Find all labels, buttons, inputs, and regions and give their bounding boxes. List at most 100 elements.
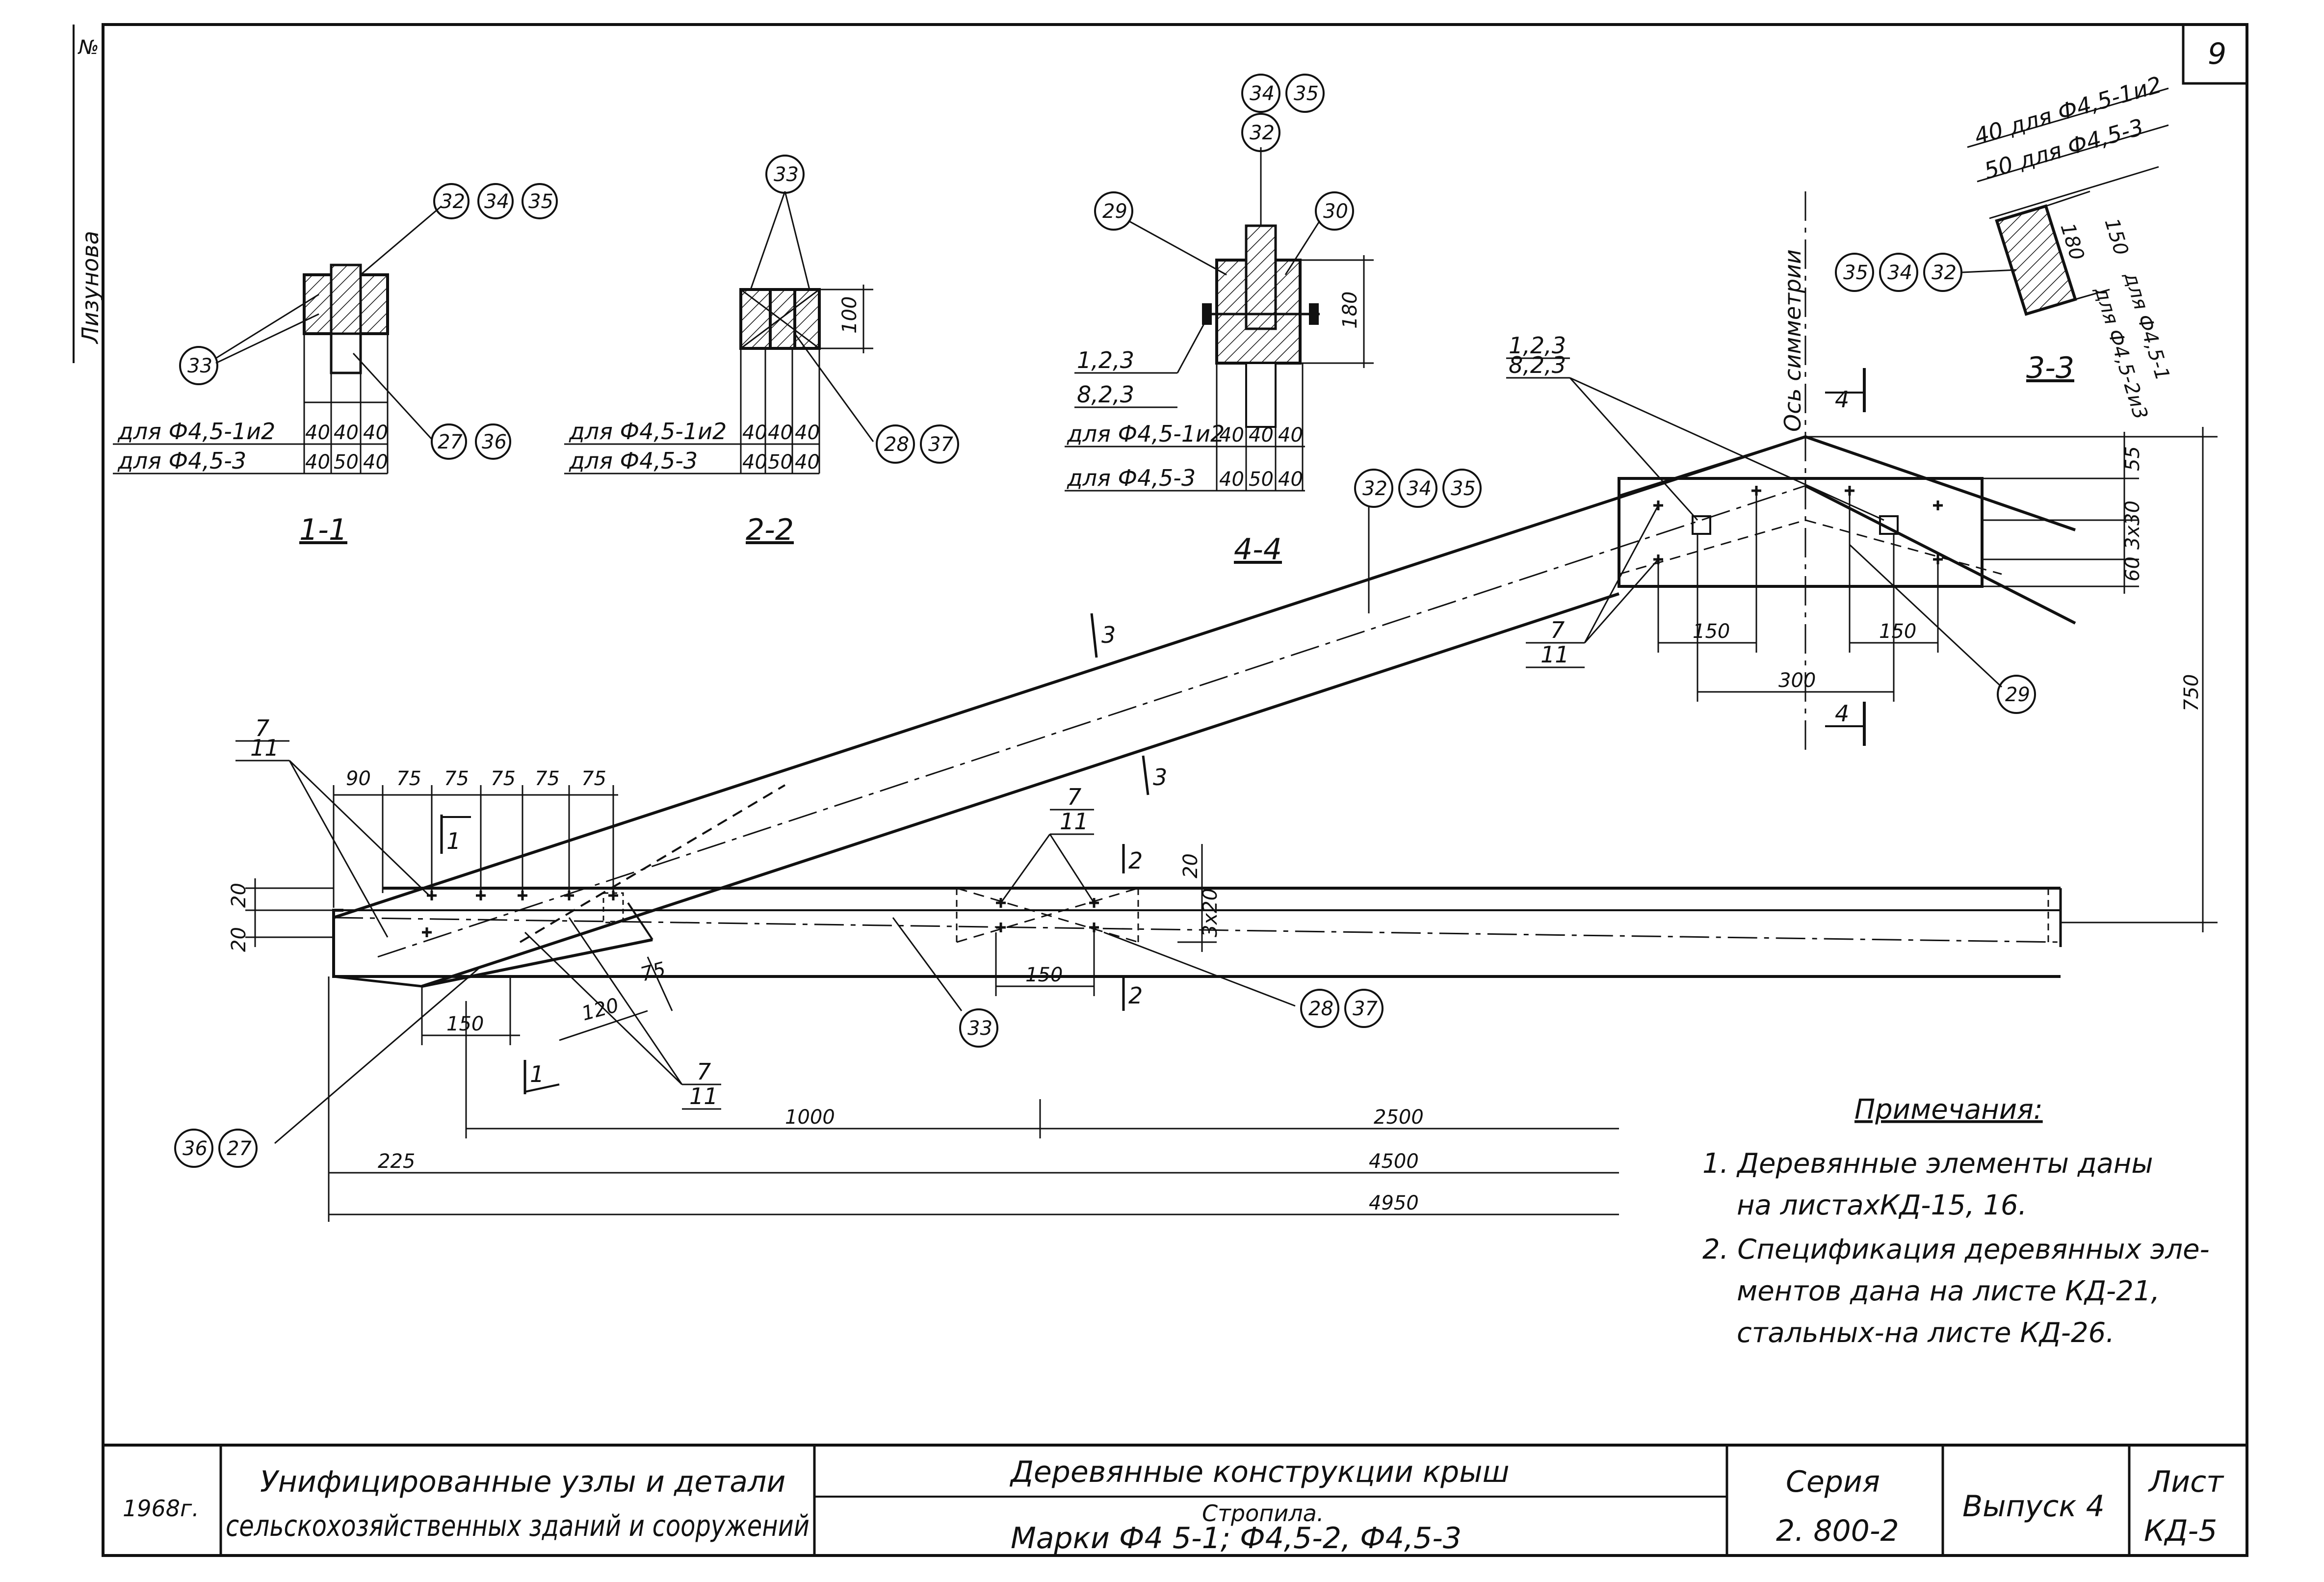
dim-top-90: 90 (346, 767, 371, 790)
sec22-title: 2-2 (746, 513, 794, 547)
sec44-c30: 30 (1323, 200, 1348, 223)
main-c36: 36 (183, 1137, 208, 1160)
sec11-d1a: 40 (305, 422, 330, 444)
cut-1-bottom: 1 (530, 1061, 544, 1087)
cut-4-bottom: 4 (1835, 700, 1849, 727)
sec11-title: 1-1 (299, 513, 347, 547)
sec44-c34: 34 (1250, 82, 1275, 105)
main-c33: 33 (967, 1017, 992, 1040)
side-name: Лизунова (77, 231, 104, 344)
tb-sheet-value: КД-5 (2144, 1514, 2217, 1548)
sec44-c32: 32 (1250, 122, 1275, 144)
dim-apex-55: 55 (2121, 446, 2144, 471)
sec22-d2c: 40 (795, 451, 820, 474)
run-1000: 1000 (785, 1106, 835, 1129)
cut-2-top: 2 (1128, 847, 1143, 874)
sec44-c29: 29 (1102, 200, 1127, 223)
sec22-d1a: 40 (742, 422, 767, 444)
lead11-a: 11 (250, 735, 279, 761)
sec33-c34: 34 (1887, 262, 1912, 284)
sec33-h2: 150 (2100, 215, 2132, 258)
cut-2-bottom: 2 (1128, 982, 1143, 1009)
dim-heel-120: 120 (579, 994, 622, 1025)
sec11-row2: для Ф4,5-3 (117, 448, 246, 474)
dim-apex-60: 60 (2121, 556, 2144, 581)
tb-org2: сельскохозяйственных зданий и сооружений (226, 1509, 809, 1543)
main-c27: 27 (227, 1137, 252, 1160)
sec44-d1b: 40 (1249, 424, 1274, 447)
sec11-c33: 33 (187, 355, 212, 377)
cut-1-top: 1 (446, 828, 461, 854)
notes-line-4: ментов дана на листе КД-21, (1737, 1275, 2160, 1307)
sec44-row1: для Ф4,5-1и2 (1067, 421, 1225, 447)
tb-main-title: Деревянные конструкции крыш (1009, 1455, 1510, 1489)
sec22-d2b: 50 (768, 451, 793, 474)
sec11-c27: 27 (438, 431, 463, 453)
sec11-d1c: 40 (363, 422, 388, 444)
run-2500: 2500 (1374, 1106, 1424, 1129)
main-c34: 34 (1407, 477, 1432, 500)
sec44-d2b: 50 (1249, 468, 1274, 491)
dim-heel-150: 150 (446, 1013, 484, 1035)
sec22-h: 100 (838, 296, 861, 334)
dim-top-75a: 75 (396, 767, 421, 790)
sec44-h: 180 (1339, 291, 1361, 329)
dim-heel-75: 75 (638, 958, 668, 986)
main-callouts: 32 34 35 29 33 28 37 36 27 (174, 469, 2036, 1168)
tb-sheet-label: Лист (2148, 1465, 2224, 1499)
sec22-row2: для Ф4,5-3 (569, 448, 698, 474)
dims-run: 1000 2500 225 4500 4950 (328, 976, 1619, 1222)
main-c32: 32 (1362, 477, 1387, 500)
dim-750: 750 (2180, 674, 2203, 712)
dim-right-20: 20 (1179, 853, 1202, 878)
sec11-c35: 35 (528, 190, 553, 213)
sheet-number: 9 (2208, 37, 2226, 71)
dim-left-20a: 20 (228, 883, 250, 908)
lead11-c: 11 (689, 1083, 718, 1109)
symmetry-axis-label: Ось симметрии (1779, 249, 1806, 432)
sec44-d2a: 40 (1219, 468, 1244, 491)
dim-splice-150: 150 (1025, 964, 1063, 986)
sec44-d1a: 40 (1219, 424, 1244, 447)
sec22-d1b: 40 (768, 422, 793, 444)
sec11-d2b: 50 (334, 451, 359, 474)
sec44-row2: для Ф4,5-3 (1067, 465, 1196, 491)
lead11-b: 11 (1060, 808, 1089, 835)
sec22-c28: 28 (884, 433, 909, 456)
lead11-d: 11 (1541, 641, 1569, 668)
tb-series-label: Серия (1786, 1465, 1880, 1499)
dim-apex-150b: 150 (1879, 620, 1916, 643)
sec22-row1: для Ф4,5-1и2 (569, 418, 727, 445)
cut-3-top: 3 (1101, 622, 1116, 648)
sec44-lead1: 1,2,3 (1077, 347, 1134, 373)
sec22-c33: 33 (774, 163, 799, 186)
main-c37: 37 (1353, 998, 1378, 1020)
sec22-c37: 37 (928, 433, 953, 456)
apex-lead2: 8,2,3 (1509, 352, 1566, 378)
dim-right-3x20: 3x20 (1199, 888, 1222, 937)
run-4950: 4950 (1369, 1192, 1419, 1214)
sec44-title: 4-4 (1234, 532, 1282, 567)
sec44-d2c: 40 (1278, 468, 1303, 491)
sec33-c32: 32 (1932, 262, 1957, 284)
sec22-d1c: 40 (795, 422, 820, 444)
rafter-elevation: Ось симметрии 4 4 3 3 2 2 1 1 (332, 191, 2076, 1094)
sec11-d2a: 40 (305, 451, 330, 474)
section-4-4: 180 для Ф4,5-1и2 для Ф4,5-3 40 40 40 40 … (1065, 74, 1374, 567)
cut-4-top: 4 (1835, 386, 1849, 413)
section-1-1: для Ф4,5-1и2 для Ф4,5-3 40 40 40 40 50 4… (113, 183, 558, 547)
lead7-a: 7 (255, 715, 269, 741)
side-mark: № (78, 36, 99, 59)
sec33-c35: 35 (1843, 262, 1868, 284)
main-c28: 28 (1308, 998, 1333, 1020)
section-3-3: 40 для Ф4,5-1и2 50 для Ф4,5-3 180 150 дл… (1835, 71, 2174, 422)
leaders: 7 11 7 11 7 11 7 11 1,2,3 8,2,3 (235, 332, 1884, 1110)
dim-top-75e: 75 (581, 767, 606, 790)
tb-marks: Марки Ф4 5-1; Ф4,5-2, Ф4,5-3 (1011, 1521, 1462, 1556)
sec11-c34: 34 (484, 190, 509, 213)
dim-top-75d: 75 (535, 767, 560, 790)
dim-left-20b: 20 (228, 927, 250, 952)
dim-apex-3x30: 3x30 (2121, 501, 2144, 550)
sec11-d2c: 40 (363, 451, 388, 474)
